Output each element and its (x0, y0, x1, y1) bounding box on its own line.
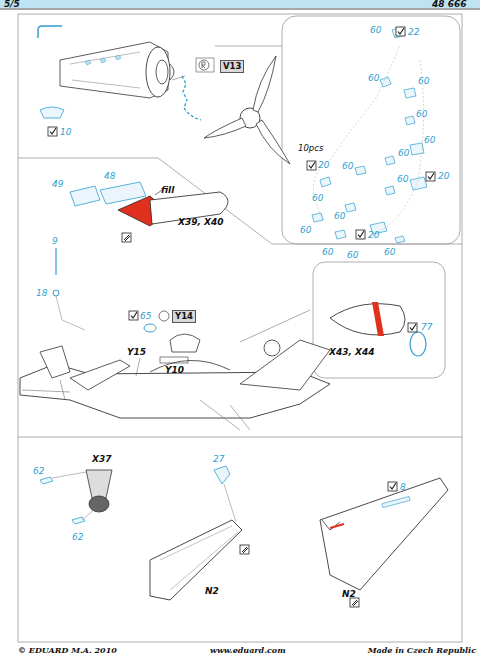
callout-number: 62 (33, 467, 44, 476)
part-label: Y14 (172, 310, 196, 323)
callout-number: 10 (60, 128, 71, 137)
callout-number: 60 (398, 149, 409, 158)
callout-number: 60 (322, 248, 333, 257)
callout-number: 60 (416, 110, 427, 119)
callout-number: 60 (300, 226, 311, 235)
callout-number: 27 (213, 455, 224, 464)
part-label: N2 (342, 590, 356, 599)
part-label: fill (161, 186, 174, 195)
callout-number: 60 (342, 162, 353, 171)
callout-number: 48 (104, 172, 115, 181)
footer-text: Made in Czech Republic (368, 646, 476, 654)
callout-number: 9 (52, 237, 58, 246)
part-label: X43, X44 (329, 348, 374, 357)
part-label: 48 666 (432, 0, 466, 9)
footer-text: © EDUARD M.A. 2010 (18, 646, 117, 654)
part-label: Y15 (127, 348, 146, 357)
callout-number: 49 (52, 180, 63, 189)
part-label: 10pcs (298, 144, 323, 153)
callout-number: 60 (334, 212, 345, 221)
part-label: Y10 (165, 366, 184, 375)
part-label: V13 (220, 60, 244, 73)
callout-number: 20 (318, 161, 329, 170)
callout-number: 60 (368, 74, 379, 83)
callout-number: 8 (400, 483, 406, 492)
part-label: N2 (205, 587, 219, 596)
callout-number: 60 (384, 248, 395, 257)
callout-number: 62 (72, 533, 83, 542)
callout-number: 60 (418, 77, 429, 86)
callout-number: 60 (397, 175, 408, 184)
part-label: 5/5 (4, 0, 20, 9)
callout-number: 65 (140, 312, 151, 321)
callout-number: 77 (421, 323, 432, 332)
footer-text: www.eduard.com (210, 646, 286, 654)
callout-number: 20 (368, 231, 379, 240)
callout-number: 20 (438, 172, 449, 181)
part-label: X39, X40 (178, 218, 223, 227)
callout-number: 60 (347, 251, 358, 260)
callout-number: 18 (36, 289, 47, 298)
callout-number: 60 (424, 136, 435, 145)
callout-number: 60 (370, 26, 381, 35)
callout-number: 60 (312, 194, 323, 203)
part-label: X37 (92, 455, 111, 464)
callout-number: 22 (408, 28, 419, 37)
